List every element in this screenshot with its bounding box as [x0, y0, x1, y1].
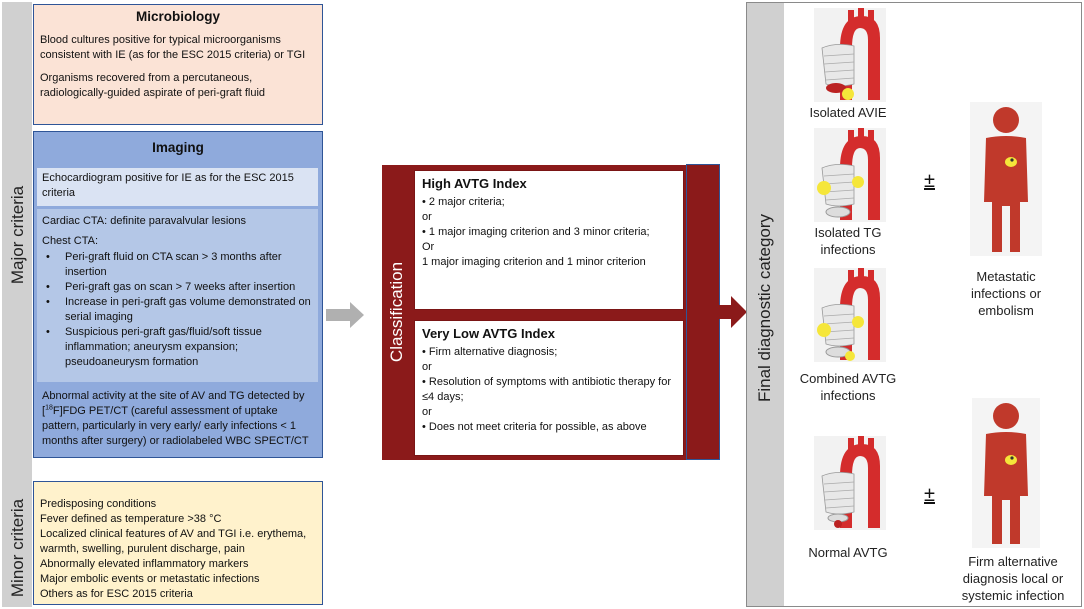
classification-ribbon: [686, 164, 720, 460]
minor-item: Localized clinical features of AV and TG…: [40, 528, 307, 555]
chest-cta-list: Peri-graft fluid on CTA scan > 3 months …: [42, 250, 313, 370]
cardiac-cta: Cardiac CTA: definite paravalvular lesio…: [42, 215, 246, 227]
microbiology-box: Microbiology Blood cultures positive for…: [33, 4, 323, 125]
plus-minus-sign: ±: [924, 170, 935, 192]
person-firm-alternative-icon: [972, 398, 1040, 548]
high-index-line: 1 major imaging criterion and 1 minor cr…: [422, 256, 646, 268]
high-index-line: • 1 major imaging criterion and 3 minor …: [422, 226, 650, 238]
echo-criterion: Echocardiogram positive for IE as for th…: [37, 168, 318, 206]
minor-item: Fever defined as temperature >38 °C: [40, 513, 222, 525]
chest-cta-item: Suspicious peri-graft gas/fluid/soft tis…: [42, 325, 313, 370]
criteria-side-bar: [2, 2, 32, 607]
normal-avtg-aorta-image: [814, 436, 886, 530]
low-index-card: Very Low AVTG Index • Firm alternative d…: [414, 320, 684, 456]
pet-superscript: 18: [45, 404, 53, 412]
low-index-line: • Firm alternative diagnosis;: [422, 346, 558, 358]
minor-item: Others as for ESC 2015 criteria: [40, 588, 193, 600]
plus-minus-sign: ±: [924, 484, 935, 506]
high-index-card: High AVTG Index • 2 major criteria; or •…: [414, 170, 684, 310]
final-category-label: Final diagnostic category: [755, 213, 774, 403]
major-criteria-label: Major criteria: [8, 185, 27, 285]
cta-criteria: Cardiac CTA: definite paravalvular lesio…: [37, 209, 318, 382]
arrow-right-icon: [326, 302, 364, 328]
chest-cta-item: Increase in peri-graft gas volume demons…: [42, 295, 313, 325]
pet-text-start: Abnormal activity at the site of AV and …: [42, 390, 305, 417]
arrow-right-icon: [719, 296, 747, 328]
minor-item: Major embolic events or metastatic infec…: [40, 573, 260, 585]
minor-item: Predisposing conditions: [40, 498, 157, 510]
metastatic-label: Metastatic infections or embolism: [970, 269, 1042, 318]
imaging-title: Imaging: [152, 140, 204, 155]
classification-bar: [382, 165, 412, 460]
isolated-avie-label: Isolated AVIE: [809, 105, 887, 120]
combined-avtg-aorta-image: [814, 268, 886, 362]
minor-criteria-box: Predisposing conditions Fever defined as…: [33, 481, 323, 605]
microbiology-para-1: Blood cultures positive for typical micr…: [40, 34, 306, 61]
low-index-line: • Does not meet criteria for possible, a…: [422, 421, 647, 433]
isolated-avie-aorta-image: [814, 8, 886, 102]
pet-text-end: F]FDG PET/CT (careful assessment of upta…: [42, 405, 309, 447]
isolated-tg-label: Isolated TG infections: [814, 225, 882, 257]
microbiology-title: Microbiology: [136, 9, 220, 24]
pet-criterion: Abnormal activity at the site of AV and …: [37, 385, 318, 455]
high-index-line: • 2 major criteria;: [422, 196, 505, 208]
microbiology-para-2: Organisms recovered from a percutaneous,…: [40, 72, 266, 99]
classification-label: Classification: [387, 261, 406, 363]
chest-cta: Chest CTA:: [42, 235, 99, 247]
isolated-tg-aorta-image: [814, 128, 886, 222]
minor-criteria-label: Minor criteria: [8, 498, 27, 598]
chest-cta-item: Peri-graft gas on scan > 7 weeks after i…: [42, 280, 313, 295]
low-index-title: Very Low AVTG Index: [422, 326, 555, 341]
combined-avtg-label: Combined AVTG infections: [799, 371, 897, 403]
low-index-line: or: [422, 406, 432, 418]
high-index-title: High AVTG Index: [422, 176, 527, 191]
low-index-line: • Resolution of symptoms with antibiotic…: [422, 376, 672, 403]
person-metastatic-icon: [970, 102, 1042, 256]
high-index-line: or: [422, 211, 432, 223]
low-index-line: or: [422, 361, 432, 373]
firm-alternative-label: Firm alternative diagnosis local or syst…: [961, 554, 1065, 603]
imaging-box: Imaging Echocardiogram positive for IE a…: [33, 131, 323, 458]
chest-cta-item: Peri-graft fluid on CTA scan > 3 months …: [42, 250, 313, 280]
normal-avtg-label: Normal AVTG: [808, 545, 888, 560]
final-category-bar: [747, 3, 784, 606]
high-index-line: Or: [422, 241, 435, 253]
minor-item: Abnormally elevated inflammatory markers: [40, 558, 249, 570]
